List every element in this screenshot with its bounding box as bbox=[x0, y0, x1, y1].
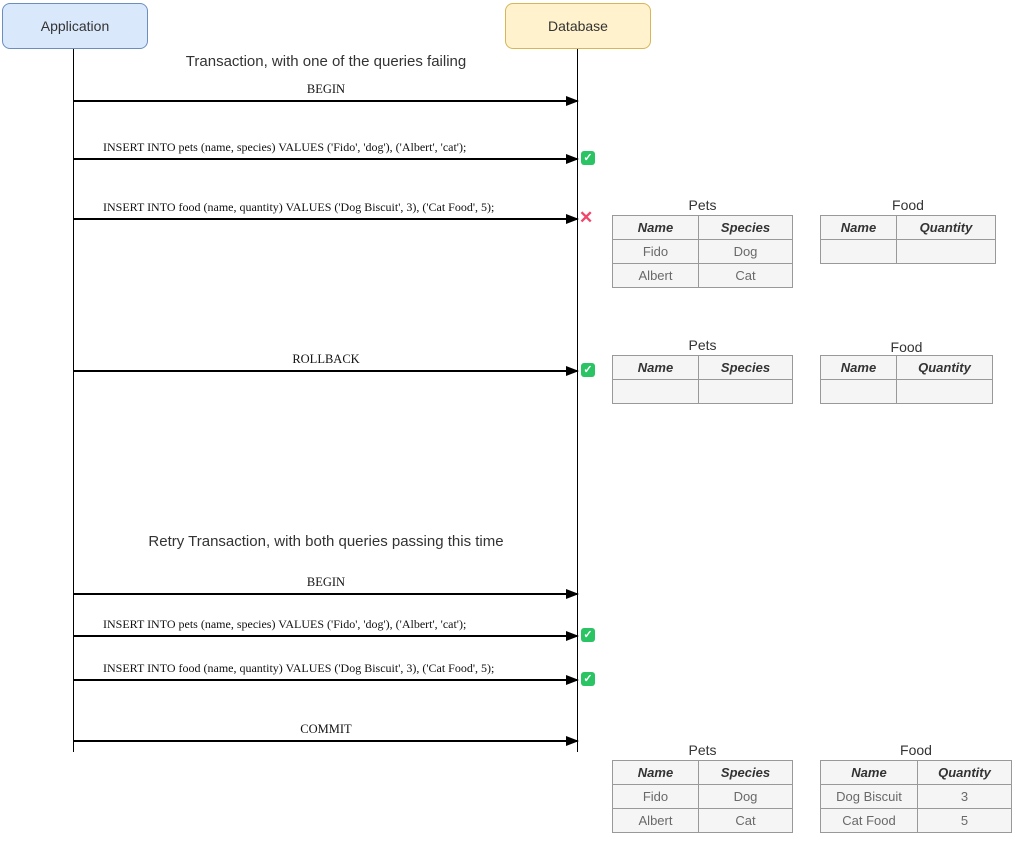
food-table-title: Food bbox=[890, 339, 923, 355]
table-row: Albert Cat bbox=[612, 808, 793, 833]
header-cell: Name bbox=[612, 215, 699, 240]
actor-application-label: Application bbox=[40, 18, 110, 34]
pets-table: Name Species bbox=[612, 355, 793, 404]
arrowhead-icon bbox=[566, 675, 579, 685]
header-cell: Species bbox=[698, 760, 793, 785]
table-row: Cat Food 5 bbox=[820, 808, 1012, 833]
message-insert-pets-2: INSERT INTO pets (name, species) VALUES … bbox=[74, 614, 579, 641]
message-label: ROLLBACK bbox=[292, 352, 360, 366]
fail-x-icon: ✕ bbox=[579, 208, 594, 227]
table-header-row: Name Species bbox=[612, 760, 793, 785]
header-cell: Name bbox=[820, 215, 897, 240]
message-insert-food-2: INSERT INTO food (name, quantity) VALUES… bbox=[74, 658, 579, 685]
arrowhead-icon bbox=[566, 214, 579, 224]
table-cell: Dog bbox=[698, 784, 793, 809]
message-label: BEGIN bbox=[306, 82, 346, 96]
message-label: BEGIN bbox=[306, 575, 346, 589]
arrowhead-icon bbox=[566, 154, 579, 164]
table-cell bbox=[612, 379, 699, 404]
table-cell: 3 bbox=[917, 784, 1012, 809]
header-cell: Quantity bbox=[896, 355, 993, 380]
table-header-row: Name Species bbox=[612, 355, 793, 380]
table-cell: Albert bbox=[612, 808, 699, 833]
pets-table: Name Species Fido Dog Albert Cat bbox=[612, 760, 793, 833]
header-cell: Name bbox=[612, 760, 699, 785]
arrowhead-icon bbox=[566, 366, 579, 376]
header-cell: Name bbox=[820, 355, 897, 380]
section-title-transaction-2: Retry Transaction, with both queries pas… bbox=[148, 533, 504, 550]
message-insert-food-1: INSERT INTO food (name, quantity) VALUES… bbox=[74, 197, 579, 224]
table-cell bbox=[896, 379, 993, 404]
message-begin-2: BEGIN bbox=[74, 572, 579, 599]
table-row bbox=[612, 379, 793, 404]
food-table: Name Quantity bbox=[820, 355, 993, 404]
table-row: Dog Biscuit 3 bbox=[820, 784, 1012, 809]
table-cell bbox=[698, 379, 793, 404]
table-cell: Cat Food bbox=[820, 808, 918, 833]
section-title-transaction-1: Transaction, with one of the queries fai… bbox=[185, 53, 467, 70]
message-label: INSERT INTO pets (name, species) VALUES … bbox=[103, 140, 467, 154]
header-cell: Name bbox=[612, 355, 699, 380]
food-table-title: Food bbox=[900, 742, 932, 758]
food-table: Name Quantity Dog Biscuit 3 Cat Food 5 bbox=[820, 760, 1012, 833]
table-header-row: Name Species bbox=[612, 215, 793, 240]
lifeline-database bbox=[577, 49, 578, 752]
table-cell bbox=[820, 379, 897, 404]
table-cell: 5 bbox=[917, 808, 1012, 833]
pets-table-title: Pets bbox=[688, 337, 717, 353]
table-header-row: Name Quantity bbox=[820, 760, 1012, 785]
table-row bbox=[820, 239, 996, 264]
message-label: COMMIT bbox=[300, 722, 352, 736]
header-cell: Quantity bbox=[917, 760, 1012, 785]
arrowhead-icon bbox=[566, 589, 579, 599]
table-row: Albert Cat bbox=[612, 263, 793, 288]
success-check-icon: ✓ bbox=[581, 363, 595, 377]
table-cell: Cat bbox=[698, 808, 793, 833]
message-rollback: ROLLBACK bbox=[74, 349, 579, 376]
pets-table-title: Pets bbox=[688, 742, 717, 758]
food-table-title: Food bbox=[892, 197, 924, 213]
table-header-row: Name Quantity bbox=[820, 355, 993, 380]
table-cell bbox=[820, 239, 897, 264]
table-cell bbox=[896, 239, 996, 264]
table-cell: Albert bbox=[612, 263, 699, 288]
actor-database: Database bbox=[505, 3, 651, 49]
success-check-icon: ✓ bbox=[581, 628, 595, 642]
success-check-icon: ✓ bbox=[581, 151, 595, 165]
table-cell: Dog Biscuit bbox=[820, 784, 918, 809]
arrowhead-icon bbox=[566, 96, 579, 106]
table-cell: Fido bbox=[612, 239, 699, 264]
message-label: INSERT INTO food (name, quantity) VALUES… bbox=[103, 200, 495, 214]
table-header-row: Name Quantity bbox=[820, 215, 996, 240]
pets-table-title: Pets bbox=[688, 197, 717, 213]
actor-application: Application bbox=[2, 3, 148, 49]
table-cell: Cat bbox=[698, 263, 793, 288]
actor-database-label: Database bbox=[548, 18, 608, 34]
header-cell: Species bbox=[698, 215, 793, 240]
message-commit: COMMIT bbox=[74, 719, 579, 746]
message-label: INSERT INTO food (name, quantity) VALUES… bbox=[103, 661, 495, 675]
table-row bbox=[820, 379, 993, 404]
food-table: Name Quantity bbox=[820, 215, 996, 264]
header-cell: Species bbox=[698, 355, 793, 380]
arrowhead-icon bbox=[566, 631, 579, 641]
table-cell: Dog bbox=[698, 239, 793, 264]
message-insert-pets-1: INSERT INTO pets (name, species) VALUES … bbox=[74, 137, 579, 164]
header-cell: Quantity bbox=[896, 215, 996, 240]
success-check-icon: ✓ bbox=[581, 672, 595, 686]
table-row: Fido Dog bbox=[612, 239, 793, 264]
table-cell: Fido bbox=[612, 784, 699, 809]
lifeline-application bbox=[73, 49, 74, 752]
pets-table: Name Species Fido Dog Albert Cat bbox=[612, 215, 793, 288]
arrowhead-icon bbox=[566, 736, 579, 746]
message-begin-1: BEGIN bbox=[74, 79, 579, 106]
header-cell: Name bbox=[820, 760, 918, 785]
table-row: Fido Dog bbox=[612, 784, 793, 809]
message-label: INSERT INTO pets (name, species) VALUES … bbox=[103, 617, 467, 631]
